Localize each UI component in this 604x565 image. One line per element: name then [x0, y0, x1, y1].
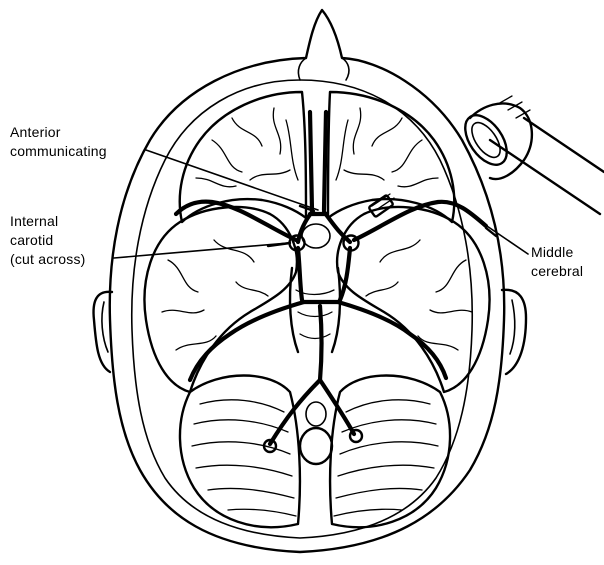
label-line: Middle: [531, 244, 573, 260]
posterior-cerebral-artery-right: [338, 302, 446, 378]
vertebral-artery-right: [320, 380, 354, 434]
vascular-clip: [369, 194, 394, 217]
leader-middle-cerebral: [484, 224, 528, 254]
anterior-cerebral-artery-left: [310, 112, 312, 210]
ear-right: [502, 290, 526, 374]
label-line: carotid: [10, 232, 53, 248]
label-middle-cerebral: Middle cerebral: [531, 244, 583, 279]
leader-internal-carotid: [114, 243, 288, 258]
label-line: Internal: [10, 213, 58, 229]
anterior-cerebral-artery-right: [324, 112, 326, 210]
label-internal-carotid: Internal carotid (cut across): [10, 213, 86, 267]
label-line: cerebral: [531, 263, 583, 279]
label-line: Anterior: [10, 124, 61, 140]
cerebellum-right: [330, 376, 450, 528]
cerebellum-left: [180, 376, 300, 528]
temporal-lobe-left: [144, 207, 296, 392]
medulla: [300, 402, 332, 464]
label-anterior-communicating: Anterior communicating: [10, 124, 107, 159]
arterial-circle: [176, 112, 486, 452]
basilar-artery: [320, 306, 322, 380]
label-line: communicating: [10, 143, 107, 159]
middle-cerebral-artery-right: [354, 202, 486, 240]
label-line: (cut across): [10, 251, 86, 267]
flashlight-icon: [457, 96, 604, 214]
